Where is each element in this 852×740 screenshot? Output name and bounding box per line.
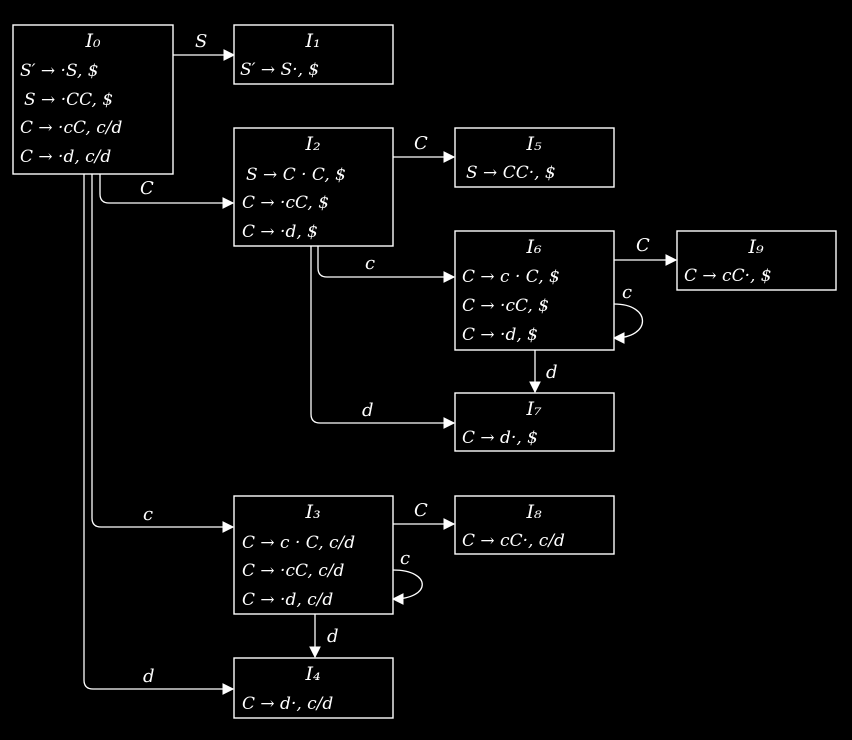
- state-item: C → ·d, c/d: [20, 147, 111, 167]
- state-title: I₈: [525, 501, 542, 523]
- edge-label-I0-I4: d: [143, 666, 155, 687]
- edge-label-I0-I3: c: [143, 504, 153, 525]
- edge-I0-I3: c: [91, 174, 235, 533]
- state-I8: I₈ C → cC·, c/d: [454, 495, 615, 555]
- edge-I6-I6: c: [612, 282, 643, 344]
- state-item: C → c · C, $: [462, 267, 560, 287]
- edge-label-I6-I7: d: [546, 362, 558, 383]
- state-I6: I₆ C → c · C, $ C → ·cC, $ C → ·d, $: [454, 230, 615, 351]
- edge-label-I2-I6: c: [365, 253, 375, 274]
- state-I2: I₂ S → C · C, $ C → ·cC, $ C → ·d, $: [233, 127, 394, 247]
- edge-label-I3-I3: c: [400, 548, 410, 569]
- state-item: S → CC·, $: [466, 163, 556, 183]
- edge-label-I3-I8: C: [414, 500, 428, 521]
- state-item: S′ → ·S, $: [20, 61, 99, 81]
- edge-label-I0-I1: S: [195, 31, 207, 52]
- state-title: I₉: [747, 236, 764, 258]
- state-title: I₅: [525, 133, 542, 155]
- state-item: C → d·, c/d: [242, 694, 333, 714]
- edge-I0-I2: C: [99, 174, 235, 209]
- state-item: C → ·d, $: [462, 325, 538, 345]
- states: I₀ S′ → ·S, $ S → ·CC, $ C → ·cC, c/d C …: [12, 24, 837, 719]
- state-item: C → ·d, $: [242, 222, 318, 242]
- edge-I2-I6: c: [317, 246, 456, 283]
- edge-label-I3-I4: d: [327, 626, 339, 647]
- state-title: I₀: [84, 30, 101, 52]
- state-title: I₁: [304, 30, 320, 52]
- state-title: I₂: [304, 133, 320, 155]
- edge-I0-I4: d: [83, 174, 235, 695]
- state-I9: I₉ C → cC·, $: [676, 230, 837, 291]
- edges: S C c d C c d C: [83, 31, 678, 695]
- edge-I3-I4: d: [309, 614, 339, 659]
- state-item: C → ·cC, c/d: [20, 118, 122, 138]
- state-item: C → d·, $: [462, 428, 538, 448]
- edge-I2-I5: C: [393, 133, 456, 163]
- state-I5: I₅ S → CC·, $: [454, 127, 615, 188]
- state-item: C → ·cC, $: [242, 193, 329, 213]
- edge-I3-I3: c: [391, 548, 423, 605]
- state-item: S → ·CC, $: [24, 90, 113, 110]
- state-title: I₆: [525, 236, 542, 258]
- edge-label-I0-I2: C: [140, 178, 154, 199]
- state-item: C → ·cC, $: [462, 296, 549, 316]
- state-item: C → ·cC, c/d: [242, 561, 344, 581]
- edge-I0-I1: S: [173, 31, 236, 61]
- state-item: C → c · C, c/d: [242, 533, 355, 553]
- state-I1: I₁ S′ → S·, $: [233, 24, 394, 85]
- state-item: C → cC·, c/d: [462, 531, 565, 551]
- state-item: C → cC·, $: [684, 266, 772, 286]
- state-item: C → ·d, c/d: [242, 590, 333, 610]
- edge-label-I6-I6: c: [622, 282, 632, 303]
- edge-label-I2-I5: C: [414, 133, 428, 154]
- state-item: S → C · C, $: [246, 165, 346, 185]
- edge-I6-I9: C: [614, 235, 678, 266]
- edge-I6-I7: d: [529, 350, 558, 394]
- state-I7: I₇ C → d·, $: [454, 392, 615, 452]
- state-title: I₃: [304, 501, 320, 523]
- state-I3: I₃ C → c · C, c/d C → ·cC, c/d C → ·d, c…: [233, 495, 394, 615]
- state-I0: I₀ S′ → ·S, $ S → ·CC, $ C → ·cC, c/d C …: [12, 24, 174, 175]
- state-title: I₄: [304, 663, 320, 685]
- edge-I2-I7: d: [310, 246, 456, 429]
- state-title: I₇: [525, 398, 542, 420]
- edge-label-I2-I7: d: [362, 400, 374, 421]
- state-I4: I₄ C → d·, c/d: [233, 657, 394, 719]
- state-item: S′ → S·, $: [240, 60, 319, 80]
- edge-I3-I8: C: [393, 500, 456, 530]
- edge-label-I6-I9: C: [636, 235, 650, 256]
